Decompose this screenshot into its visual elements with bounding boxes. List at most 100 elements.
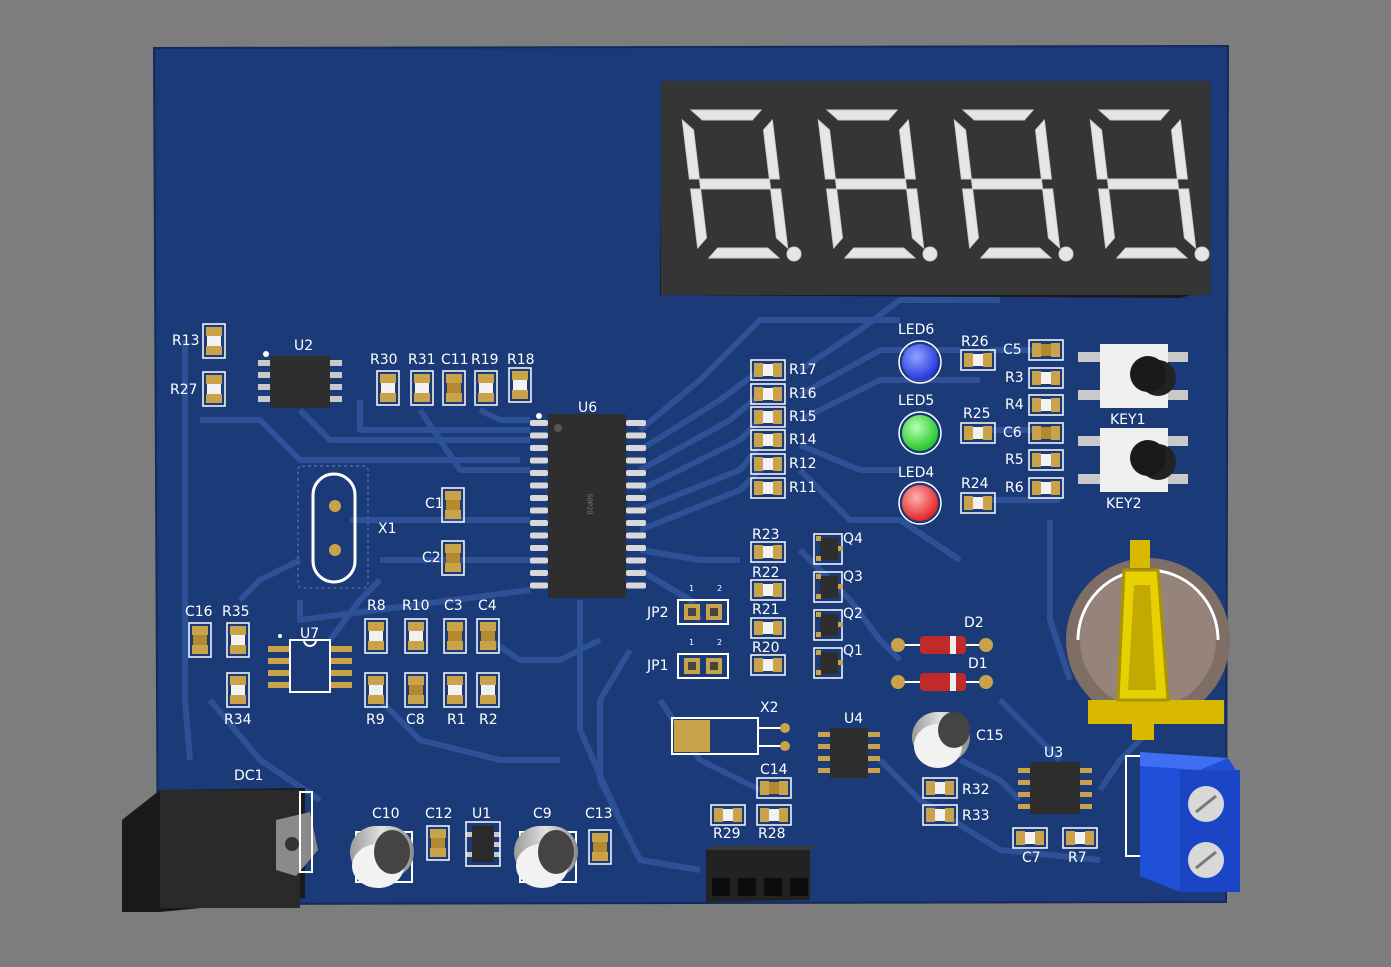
transistor: [813, 533, 843, 565]
u6-pin: [626, 532, 646, 539]
smd-resistor: [750, 406, 786, 428]
segment: [826, 188, 844, 250]
u6-pin: [530, 420, 548, 426]
smd-resistor: [750, 579, 786, 601]
u6-pin: [626, 557, 646, 564]
label-jp2: JP2: [647, 605, 669, 621]
segment: [770, 188, 789, 250]
key1-button: [1078, 344, 1188, 408]
smd-resistor: [410, 370, 434, 406]
label-r31: R31: [408, 352, 436, 368]
u6-pin: [530, 495, 548, 501]
label-r5: R5: [1005, 452, 1024, 468]
smd-resistor: [750, 359, 786, 381]
label-c16: C16: [185, 604, 213, 620]
label-u1: U1: [472, 806, 492, 822]
label-r35: R35: [222, 604, 250, 620]
label-c15: C15: [976, 728, 1004, 744]
u6-pin: [530, 470, 548, 476]
smd-capacitor: [441, 487, 465, 523]
segment: [707, 247, 781, 259]
decimal-point: [786, 246, 802, 262]
label-r21: R21: [752, 602, 780, 618]
u2-chip: [258, 351, 342, 408]
label-c13: C13: [585, 806, 613, 822]
smd-resistor: [404, 618, 428, 654]
u6-pin: [626, 420, 646, 426]
u6-pin: [530, 507, 548, 514]
label-r12: R12: [789, 456, 817, 472]
segment: [979, 247, 1053, 259]
u6-pin: [530, 570, 548, 576]
u6-pin: [530, 445, 548, 451]
u6-pin: [530, 545, 548, 551]
label-r25: R25: [963, 406, 991, 422]
smd-resistor: [750, 654, 786, 676]
segment: [689, 109, 763, 121]
smd-resistor: [750, 383, 786, 405]
u6-pin: [626, 432, 646, 439]
u6-pin: [626, 545, 646, 551]
label-c9: C9: [533, 806, 552, 822]
smd-resistor: [226, 672, 250, 708]
dc-jack: [122, 788, 318, 912]
label-r8: R8: [367, 598, 386, 614]
label-r26: R26: [961, 334, 989, 350]
u6-pin: [626, 570, 646, 576]
u6-pin: [626, 470, 646, 476]
smd-capacitor: [426, 825, 450, 861]
smd-resistor: [750, 617, 786, 639]
u7-chip: [268, 634, 352, 693]
u6-pin: [626, 582, 646, 589]
decimal-point: [1058, 246, 1074, 262]
smd-resistor: [756, 804, 792, 826]
u6-pin: [626, 520, 646, 526]
label-r19: R19: [471, 352, 499, 368]
u6-pin: [530, 482, 548, 489]
smd-resistor: [508, 367, 532, 403]
smd-resistor: [476, 672, 500, 708]
label-dc1: DC1: [234, 768, 264, 784]
jp2-pin-1: 1: [689, 584, 695, 593]
smd-resistor: [443, 672, 467, 708]
smd-capacitor: [1028, 422, 1064, 444]
label-u2: U2: [294, 338, 314, 354]
label-r7: R7: [1068, 850, 1087, 866]
label-c6: C6: [1003, 425, 1022, 441]
smd-resistor: [750, 429, 786, 451]
jp2-pin-2: 2: [717, 584, 723, 593]
segment: [825, 109, 899, 121]
crystal-x1: [297, 465, 369, 589]
label-c2: C2: [422, 550, 441, 566]
capacitor-c10: [350, 826, 414, 888]
segment: [962, 188, 980, 250]
label-r22: R22: [752, 565, 780, 581]
label-q3: Q3: [843, 569, 863, 585]
u6-pin: [626, 507, 646, 514]
u6-chip: [530, 413, 646, 598]
smd-resistor: [376, 370, 400, 406]
smd-resistor: [474, 370, 498, 406]
label-r3: R3: [1005, 370, 1024, 386]
segment: [961, 109, 1035, 121]
diode-d1: [891, 673, 993, 691]
label-jp1: JP1: [647, 658, 669, 674]
jp1-pin-1: 1: [689, 638, 695, 647]
label-u3: U3: [1044, 745, 1064, 761]
smd-capacitor: [1028, 339, 1064, 361]
label-r14: R14: [789, 432, 817, 448]
smd-resistor: [1012, 827, 1048, 849]
smd-resistor: [750, 477, 786, 499]
segment: [1178, 188, 1197, 250]
segment: [698, 178, 772, 190]
u6-pin: [626, 457, 646, 464]
label-r23: R23: [752, 527, 780, 543]
label-c1: C1: [425, 496, 444, 512]
label-x2: X2: [760, 700, 779, 716]
segment: [970, 178, 1044, 190]
u1-chip: [465, 821, 501, 867]
crystal-x2: [671, 717, 790, 755]
capacitor-c9: [514, 826, 578, 888]
label-c7: C7: [1022, 850, 1041, 866]
smd-resistor: [202, 371, 226, 407]
